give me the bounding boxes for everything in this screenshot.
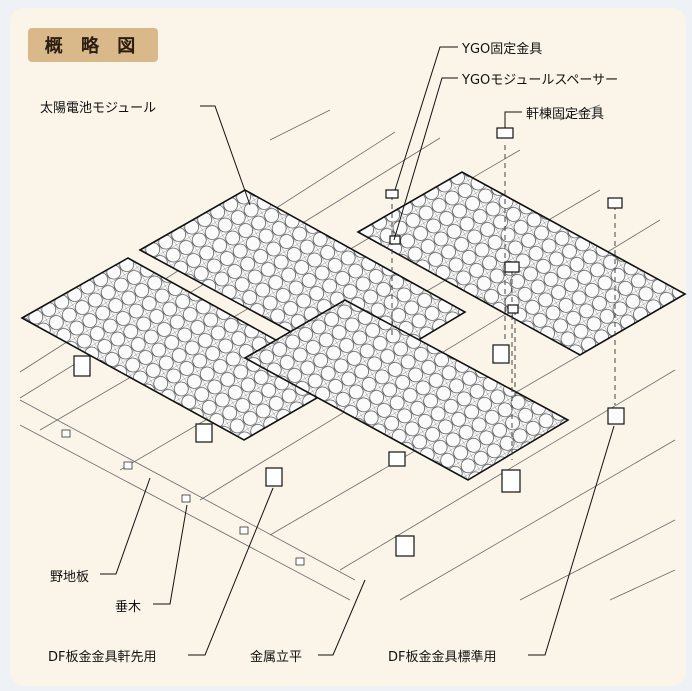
- df-bracket: [607, 407, 625, 425]
- df-bracket: [195, 423, 213, 443]
- roof-seam-10: [609, 569, 676, 601]
- solar-modules: [20, 171, 687, 481]
- rafter-ends: [61, 429, 305, 566]
- leader-eave-clamp: [504, 111, 522, 128]
- roof-board-edge: [19, 399, 356, 581]
- leader-lines: [100, 46, 615, 656]
- roof-ridge-line-2: [559, 104, 601, 121]
- label-metal-roof: 金属立平: [250, 650, 303, 665]
- label-solar-module: 太陽電池モジュール: [40, 101, 157, 116]
- rafter-end: [61, 429, 71, 438]
- eave-clamp-bracket-right: [607, 197, 623, 209]
- label-eave-clamp: 軒棟固定金具: [526, 107, 605, 122]
- leader-roof-board: [100, 477, 151, 575]
- diagram-title: 概 略 図: [28, 28, 158, 62]
- label-roof-board: 野地板: [50, 570, 90, 585]
- rafter-end: [295, 557, 305, 566]
- brackets: [73, 127, 625, 557]
- label-df-eave: DF板金金具軒先用: [48, 650, 157, 665]
- rafter-end: [239, 526, 249, 535]
- roof-seam-9: [519, 519, 676, 601]
- ygo-clamp-bracket-center: [504, 261, 520, 273]
- solar-module-right: [356, 171, 687, 356]
- df-bracket: [265, 467, 283, 487]
- label-rafter: 垂木: [115, 600, 142, 615]
- roof-eave-edge: [19, 424, 351, 601]
- ygo-clamp-bracket: [385, 189, 399, 199]
- df-bracket: [395, 535, 415, 557]
- label-df-standard: DF板金金具標準用: [388, 650, 497, 665]
- label-ygo-spacer: YGOモジュールスペーサー: [462, 73, 619, 88]
- install-guides: [391, 145, 616, 460]
- leader-ygo-spacer: [393, 77, 458, 241]
- leader-ygo-clamp: [394, 46, 458, 191]
- rafter-end: [181, 494, 191, 503]
- eave-clamp-bracket: [496, 127, 514, 139]
- roof-seam-8: [399, 439, 676, 601]
- df-bracket: [73, 355, 91, 377]
- ygo-spacer-bracket-2: [507, 304, 519, 314]
- df-bracket: [388, 451, 406, 467]
- leader-metal-roof: [318, 579, 366, 656]
- leader-solar-module: [200, 105, 251, 206]
- roof-ridge-line-1: [269, 109, 331, 141]
- rafter-end: [123, 461, 133, 470]
- leader-rafter: [153, 504, 188, 605]
- label-ygo-clamp: YGO固定金具: [462, 42, 543, 57]
- df-bracket: [492, 344, 510, 364]
- leader-df-eave: [188, 487, 274, 656]
- leader-df-standard: [528, 425, 615, 656]
- solar-module-front-center: [243, 299, 570, 481]
- df-bracket: [501, 469, 521, 493]
